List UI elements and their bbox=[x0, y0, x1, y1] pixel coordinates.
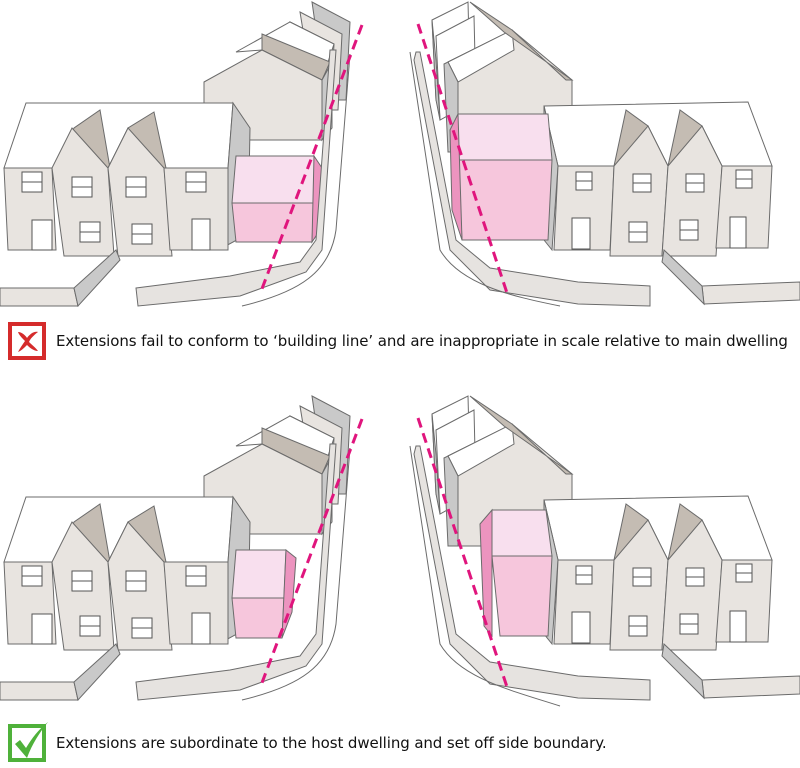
extension-oversized bbox=[449, 113, 553, 241]
main-terrace bbox=[3, 495, 251, 651]
boundary-walls bbox=[409, 445, 800, 707]
caption-bad: Extensions fail to conform to ‘building … bbox=[0, 322, 788, 360]
illustration-good-left bbox=[0, 380, 400, 710]
red-cross-icon bbox=[8, 322, 46, 360]
caption-bad-text: Extensions fail to conform to ‘building … bbox=[56, 332, 788, 350]
caption-good-text: Extensions are subordinate to the host d… bbox=[56, 734, 607, 752]
extension-subordinate bbox=[231, 548, 297, 639]
illustration-bad-right bbox=[400, 0, 800, 310]
extension-subordinate bbox=[479, 508, 553, 638]
boundary-walls bbox=[409, 51, 800, 307]
boundary-walls bbox=[0, 443, 351, 702]
main-terrace bbox=[543, 495, 773, 651]
rear-house bbox=[203, 395, 351, 536]
boundary-walls bbox=[0, 49, 351, 308]
caption-good: Extensions are subordinate to the host d… bbox=[0, 722, 607, 762]
illustration-bad-left bbox=[0, 0, 400, 310]
illustration-good-right bbox=[400, 380, 800, 710]
green-check-icon bbox=[8, 722, 48, 762]
